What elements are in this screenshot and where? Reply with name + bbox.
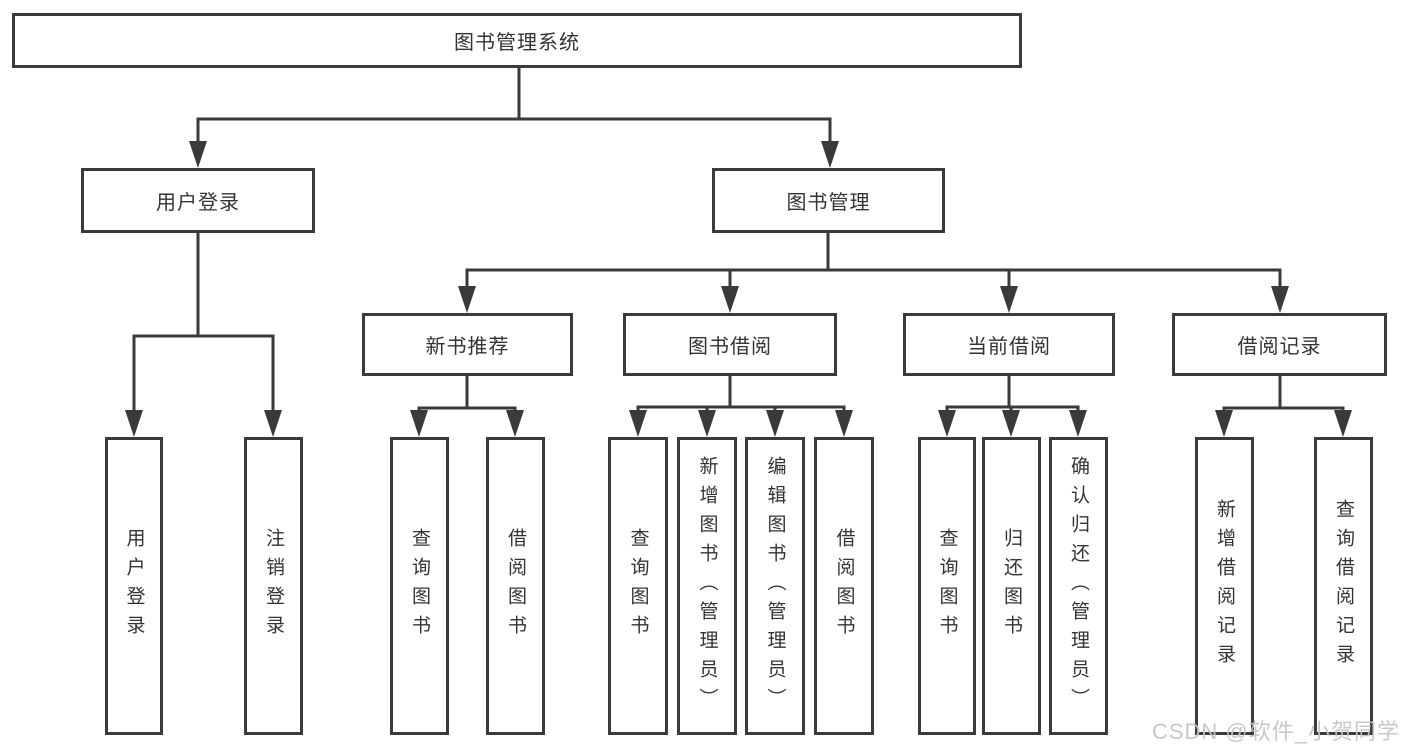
arrowhead	[125, 410, 143, 437]
arrowhead	[698, 410, 716, 437]
leaf-label: 查询图书	[409, 528, 430, 644]
leaf-label: 新增借阅记录	[1214, 499, 1235, 673]
leaf-label: 新增图书（管理员）	[696, 455, 718, 717]
leaf-label: 确认归还（管理员）	[1068, 455, 1089, 717]
connector-book-borrow-to-leaves	[629, 376, 853, 437]
leaf-query-borrow-record: 查询借阅记录	[1314, 437, 1373, 735]
leaf-add-book-admin: 新增图书（管理员）	[677, 437, 737, 735]
connector-borrow-records-to-leaves	[1215, 376, 1352, 437]
arrowhead	[264, 410, 282, 437]
arrowhead	[1215, 410, 1233, 437]
leaf-borrow-books-recommend: 借阅图书	[486, 437, 545, 735]
connector-new-books-to-leaves	[410, 376, 524, 437]
leaf-query-books-recommend: 查询图书	[390, 437, 449, 735]
leaf-label: 归还图书	[1001, 528, 1022, 644]
leaf-return-book: 归还图书	[982, 437, 1041, 735]
arrowhead	[506, 410, 524, 437]
arrowhead	[410, 410, 428, 437]
arrowhead	[1002, 410, 1020, 437]
arrowhead	[629, 410, 647, 437]
node-label: 图书借阅	[688, 336, 772, 358]
csdn-watermark: CSDN @软件_小贺同学	[1151, 719, 1400, 744]
leaf-edit-book-admin: 编辑图书（管理员）	[745, 437, 805, 735]
leaf-label: 借阅图书	[833, 528, 855, 644]
leaf-borrow-book: 借阅图书	[814, 437, 874, 735]
node-label: 当前借阅	[967, 336, 1051, 358]
leaf-label: 借阅图书	[505, 528, 526, 644]
node-label: 图书管理系统	[454, 32, 580, 54]
arrowhead	[1334, 410, 1352, 437]
leaf-logout: 注销登录	[244, 437, 303, 735]
leaf-label: 注销登录	[263, 528, 284, 644]
leaf-label: 编辑图书（管理员）	[764, 455, 786, 717]
node-current-borrow: 当前借阅	[903, 313, 1115, 376]
arrowhead	[458, 286, 476, 313]
arrowhead	[1000, 286, 1018, 313]
leaf-query-books-current: 查询图书	[918, 437, 976, 735]
arrowhead	[1271, 286, 1289, 313]
node-new-book-recommend: 新书推荐	[362, 313, 573, 376]
leaf-label: 查询图书	[936, 528, 958, 644]
node-label: 借阅记录	[1237, 336, 1322, 358]
node-label: 用户登录	[156, 192, 240, 214]
connector-book-management-to-groups	[458, 233, 1289, 313]
node-book-borrow: 图书借阅	[623, 313, 837, 376]
arrowhead	[721, 286, 739, 313]
arrowhead	[835, 410, 853, 437]
arrowhead	[189, 141, 207, 168]
arrowhead	[938, 410, 956, 437]
node-label: 新书推荐	[425, 336, 510, 358]
node-user-login: 用户登录	[81, 168, 315, 233]
leaf-label: 查询借阅记录	[1333, 499, 1354, 673]
connector-current-borrow-to-leaves	[938, 376, 1087, 437]
arrowhead	[766, 410, 784, 437]
leaf-user-login: 用户登录	[105, 437, 163, 735]
arrowhead	[1069, 410, 1087, 437]
leaf-add-borrow-record: 新增借阅记录	[1195, 437, 1254, 735]
node-root-system: 图书管理系统	[12, 13, 1022, 68]
leaf-confirm-return-admin: 确认归还（管理员）	[1049, 437, 1108, 735]
leaf-label: 查询图书	[627, 528, 649, 644]
connector-root-to-level2	[189, 68, 839, 168]
leaf-query-books-borrow: 查询图书	[608, 437, 668, 735]
node-borrow-records: 借阅记录	[1172, 313, 1387, 376]
leaf-label: 用户登录	[123, 528, 145, 644]
arrowhead	[821, 141, 839, 168]
connector-user-login-to-leaves	[125, 233, 282, 437]
node-book-management: 图书管理	[712, 168, 945, 233]
node-label: 图书管理	[786, 192, 871, 214]
